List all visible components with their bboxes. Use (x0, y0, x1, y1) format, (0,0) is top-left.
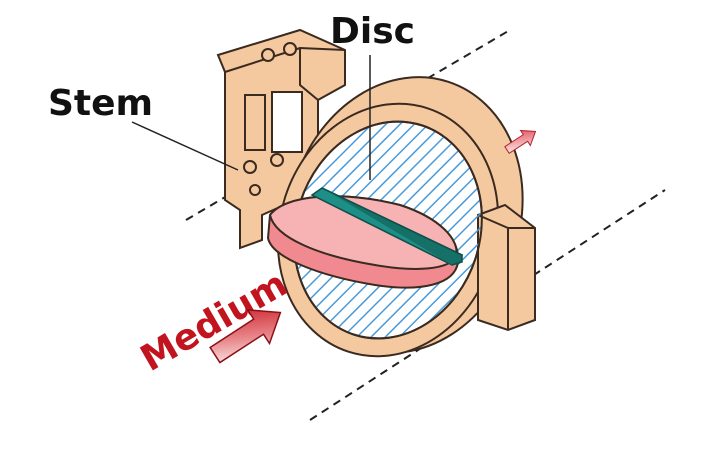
stem-bracket (216, 28, 346, 250)
flow-arrow-icon (504, 129, 537, 155)
flow-arrow-icon (209, 309, 282, 364)
stem-label: Stem (48, 83, 153, 124)
disc-label: Disc (330, 11, 415, 52)
stem-leader-line (131, 121, 239, 171)
stem-bar (310, 187, 464, 266)
disc (266, 195, 460, 289)
valve-side-boss (477, 203, 536, 332)
